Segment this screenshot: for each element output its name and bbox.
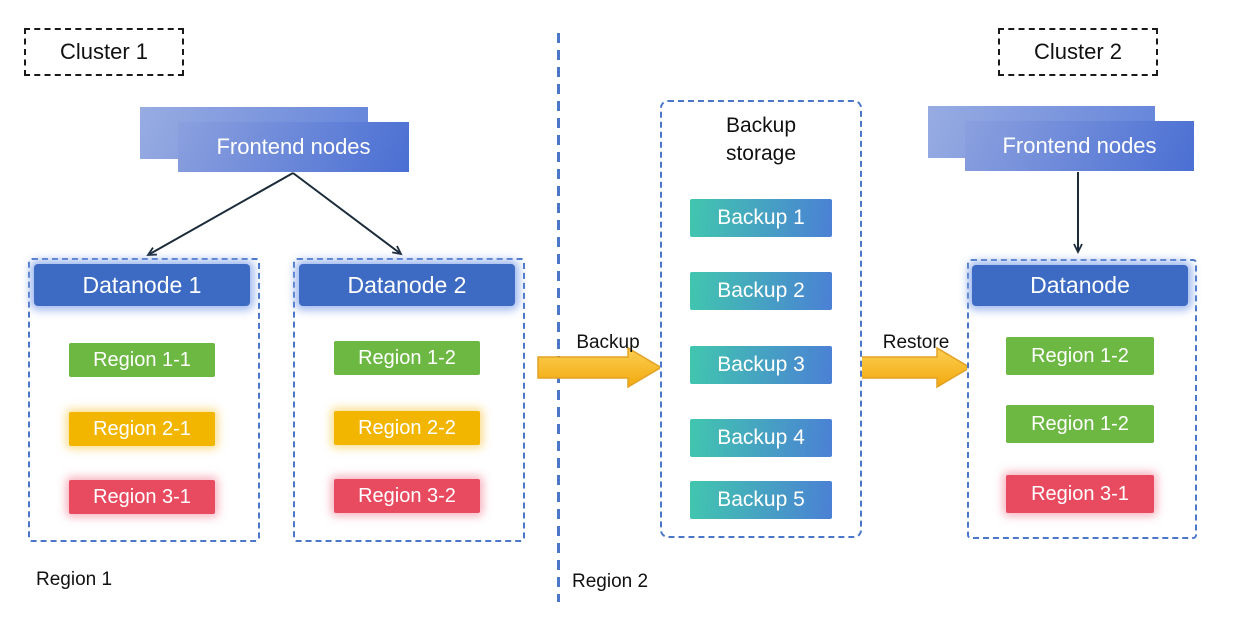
region-right-1-box: Region 1-2	[1006, 337, 1154, 375]
region-2-2-box: Region 2-2	[334, 411, 480, 445]
datanode1-title: Datanode 1	[82, 271, 202, 298]
region-2-1-box: Region 2-1	[69, 412, 215, 446]
frontend-label-right: Frontend nodes	[1002, 133, 1157, 158]
restore-arrow-label: Restore	[882, 332, 950, 353]
region-label: Region 1-2	[1031, 344, 1129, 367]
backup-storage-title: Backup storage	[725, 114, 797, 166]
frontend-front-panel-right: Frontend nodes	[965, 121, 1194, 171]
arrow-frontend-to-datanode2	[292, 172, 403, 256]
datanode2-header: Datanode 2	[299, 264, 515, 306]
region-2-footer-label: Region 2	[572, 571, 649, 592]
backup-arrow-label: Backup	[576, 332, 640, 353]
cluster2-title: Cluster 2	[1033, 39, 1123, 64]
backup-item-1: Backup 1	[690, 199, 832, 237]
datanode-right-header: Datanode	[972, 265, 1188, 306]
region-1-2-box: Region 1-2	[334, 341, 480, 375]
region-label: Region 1-1	[93, 348, 191, 371]
backup-item-4: Backup 4	[690, 419, 832, 457]
frontend-label-left: Frontend nodes	[216, 134, 371, 159]
frontend-front-panel-left: Frontend nodes	[178, 122, 409, 172]
region-label: Region 3-1	[93, 485, 191, 508]
region-label: Region 1-2	[358, 346, 456, 369]
region-label: Region 2-2	[358, 416, 456, 439]
region-1-footer-label: Region 1	[36, 569, 113, 590]
region-right-3-box: Region 3-1	[1006, 475, 1154, 513]
region-1-1-box: Region 1-1	[69, 343, 215, 377]
backup-item-label: Backup 1	[717, 206, 805, 229]
datanode-right-title: Datanode	[1030, 272, 1130, 298]
cluster1-title: Cluster 1	[59, 39, 149, 64]
region-right-2-box: Region 1-2	[1006, 405, 1154, 443]
backup-item-3: Backup 3	[690, 346, 832, 384]
backup-block-arrow	[537, 346, 663, 389]
region-label: Region 3-1	[1031, 482, 1129, 505]
region-label: Region 3-2	[358, 484, 456, 507]
backup-storage-container: Backup storage	[660, 100, 862, 538]
backup-item-5: Backup 5	[690, 481, 832, 519]
region-label: Region 2-1	[93, 417, 191, 440]
cluster1-label-box: Cluster 1	[24, 28, 184, 76]
datanode1-header: Datanode 1	[34, 264, 250, 306]
region-label: Region 1-2	[1031, 412, 1129, 435]
region-3-2-box: Region 3-2	[334, 479, 480, 513]
datanode2-title: Datanode 2	[347, 271, 467, 298]
backup-item-label: Backup 4	[717, 426, 805, 449]
region-3-1-box: Region 3-1	[69, 480, 215, 514]
backup-item-label: Backup 2	[717, 279, 805, 302]
backup-item-2: Backup 2	[690, 272, 832, 310]
arrow-frontend-to-datanode1	[146, 172, 294, 256]
backup-item-label: Backup 3	[717, 353, 805, 376]
restore-block-arrow	[853, 346, 972, 389]
backup-item-label: Backup 5	[717, 488, 805, 511]
cluster2-label-box: Cluster 2	[998, 28, 1158, 76]
